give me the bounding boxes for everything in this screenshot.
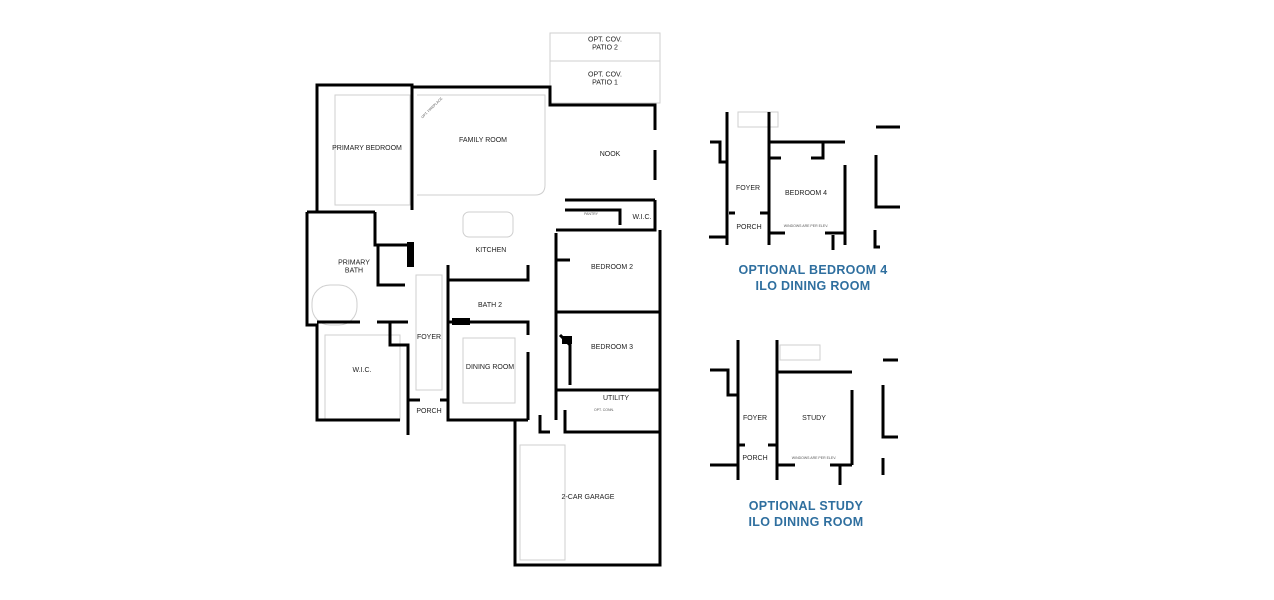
main-plan-walls <box>305 83 662 567</box>
room-label-pantry: PANTRY <box>584 211 598 216</box>
fixture-outlines <box>311 32 821 561</box>
opt-bed4-bedroom-label: BEDROOM 4 <box>784 189 828 197</box>
room-label-porch: PORCH <box>416 407 442 415</box>
note-opt-conn: OPT. CONN. <box>593 407 615 412</box>
opt-bed4-title-line2: ILO DINING ROOM <box>755 279 871 293</box>
opt-study-title-line1: OPTIONAL STUDY <box>748 499 864 513</box>
room-label-family-room: FAMILY ROOM <box>459 136 507 144</box>
opt-study-foyer-label: FOYER <box>742 414 768 422</box>
opt-study-title: OPTIONAL STUDY ILO DINING ROOM <box>749 498 864 530</box>
room-label-wic-small: W.I.C. <box>632 213 652 221</box>
room-label-primary-bath: PRIMARY BATH <box>338 259 370 275</box>
opt-study-windows-note: WINDOWS ARE PER ELEV. <box>791 455 837 460</box>
opt-study-study-label: STUDY <box>802 414 826 422</box>
room-label-patio1: OPT. COV. PATIO 1 <box>588 71 622 87</box>
option-bedroom4-walls <box>709 112 900 250</box>
opt-study-porch-label: PORCH <box>742 454 768 462</box>
opt-bed4-porch-label: PORCH <box>736 223 762 231</box>
room-label-kitchen: KITCHEN <box>475 246 507 254</box>
room-label-bedroom2: BEDROOM 2 <box>590 263 634 271</box>
opt-bed4-foyer-label: FOYER <box>735 184 761 192</box>
room-label-nook: NOOK <box>599 150 621 158</box>
option-study-walls <box>710 340 898 485</box>
opt-study-title-line2: ILO DINING ROOM <box>748 515 864 529</box>
room-label-garage: 2-CAR GARAGE <box>561 493 615 501</box>
opt-bed4-title: OPTIONAL BEDROOM 4 ILO DINING ROOM <box>739 262 888 294</box>
room-label-wic-primary: W.I.C. <box>352 366 372 374</box>
opt-bed4-windows-note: WINDOWS ARE PER ELEV. <box>783 223 829 228</box>
opt-bed4-title-line1: OPTIONAL BEDROOM 4 <box>738 263 888 277</box>
room-label-patio2: OPT. COV. PATIO 2 <box>588 36 622 52</box>
room-label-primary-bedroom: PRIMARY BEDROOM <box>332 144 402 152</box>
room-label-bedroom3: BEDROOM 3 <box>590 343 634 351</box>
room-label-foyer: FOYER <box>416 333 442 341</box>
room-label-dining-room: DINING ROOM <box>465 363 515 371</box>
room-label-bath2: BATH 2 <box>478 301 502 309</box>
room-label-utility: UTILITY <box>602 394 630 402</box>
